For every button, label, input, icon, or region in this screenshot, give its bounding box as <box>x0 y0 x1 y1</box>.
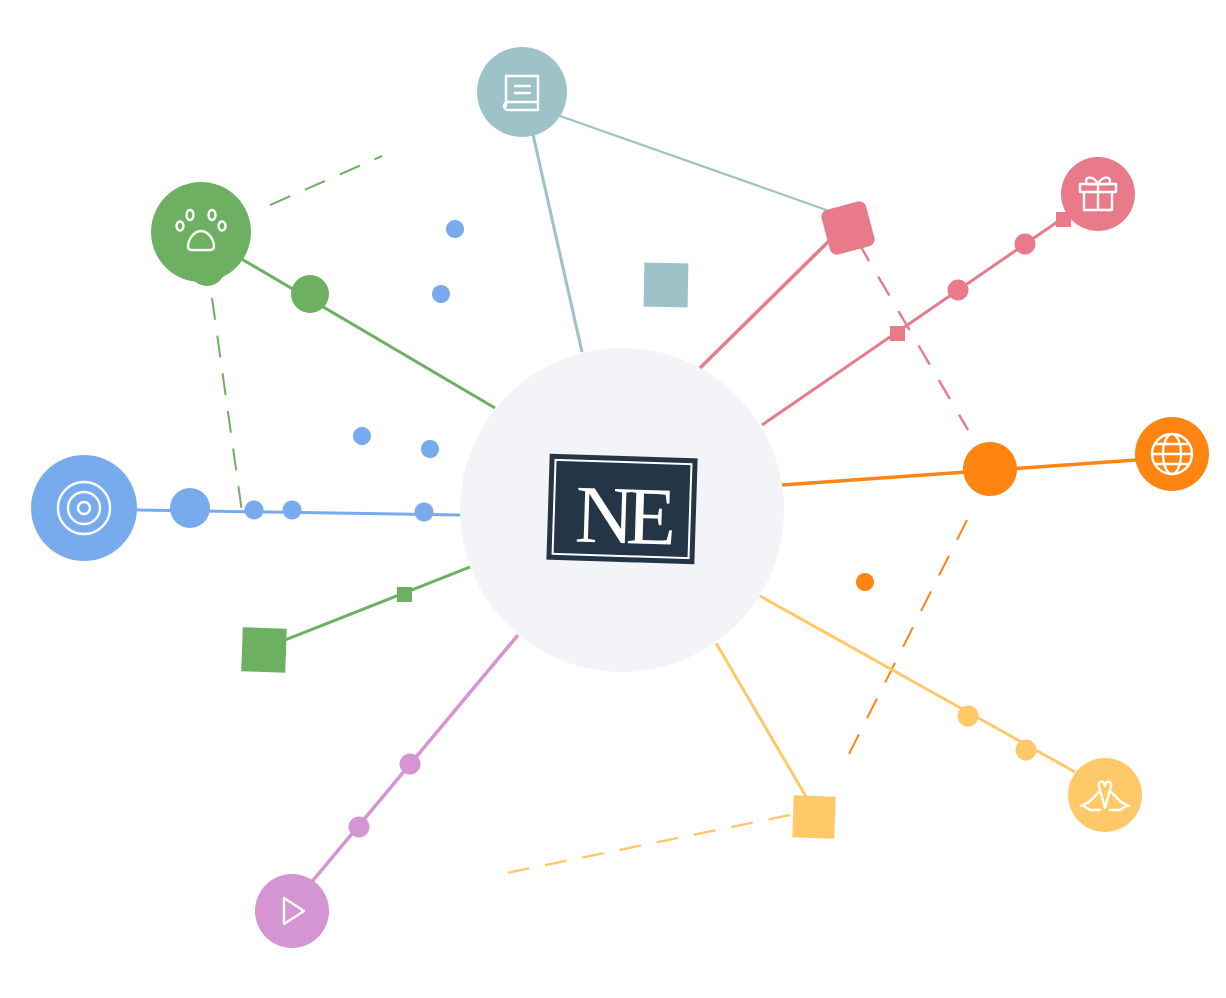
dashed-green-left <box>211 297 243 513</box>
green-square-small <box>397 587 412 602</box>
book-icon <box>502 74 540 112</box>
blue-dot <box>421 440 439 458</box>
yellow-square <box>792 795 836 839</box>
node-gift[interactable] <box>1061 157 1135 231</box>
blue-dot-large <box>170 488 210 528</box>
yellow-dot <box>1015 739 1037 761</box>
edge-gift-hub <box>761 216 1064 427</box>
gift-icon <box>1078 176 1118 212</box>
purple-dot <box>399 753 421 775</box>
pink-dot <box>947 279 969 301</box>
dashed-orange <box>844 519 968 763</box>
green-square <box>241 627 287 673</box>
yellow-dot <box>957 705 979 727</box>
markers <box>170 201 1071 839</box>
globe-icon <box>1150 432 1194 476</box>
orange-dot-large <box>963 442 1017 496</box>
node-globe[interactable] <box>1135 417 1209 491</box>
pink-square <box>821 201 875 255</box>
praying-hands-icon <box>1079 780 1131 812</box>
pink-square-small <box>890 326 905 341</box>
blue-dot <box>244 500 264 520</box>
dashed-pink <box>856 241 970 431</box>
orange-dot <box>856 573 874 591</box>
edge-pinksquare-hub <box>698 236 834 370</box>
edge-globe-hub <box>781 458 1137 487</box>
blue-dot <box>432 285 450 303</box>
dashed-green-top <box>269 155 383 206</box>
node-book[interactable] <box>477 47 567 137</box>
blue-dot <box>353 427 371 445</box>
blue-dot <box>446 220 464 238</box>
paw-icon <box>175 208 227 252</box>
green-dot <box>291 275 329 313</box>
play-icon <box>282 896 306 926</box>
blue-dot <box>282 500 302 520</box>
node-hands[interactable] <box>1068 758 1142 832</box>
node-target[interactable] <box>31 455 137 561</box>
teal-square <box>643 262 689 308</box>
target-icon <box>56 480 112 536</box>
edge-book-hub <box>530 129 584 353</box>
edge-book-pinksquare <box>559 114 836 215</box>
pink-square-small <box>1056 212 1071 227</box>
connections <box>136 114 1137 886</box>
edge-paw-hub <box>239 256 496 410</box>
pink-dot <box>1014 233 1036 255</box>
ne-logo: NE <box>546 453 698 565</box>
node-paw[interactable] <box>151 182 251 286</box>
dashed-yellow-bottom <box>491 813 791 878</box>
edge-yellowsquare-hub <box>714 642 810 801</box>
node-play[interactable] <box>255 874 329 948</box>
logo-text: NE <box>574 469 674 563</box>
blue-dot <box>414 502 434 522</box>
purple-dot <box>348 816 370 838</box>
edge-greensquare-hub <box>284 565 471 642</box>
